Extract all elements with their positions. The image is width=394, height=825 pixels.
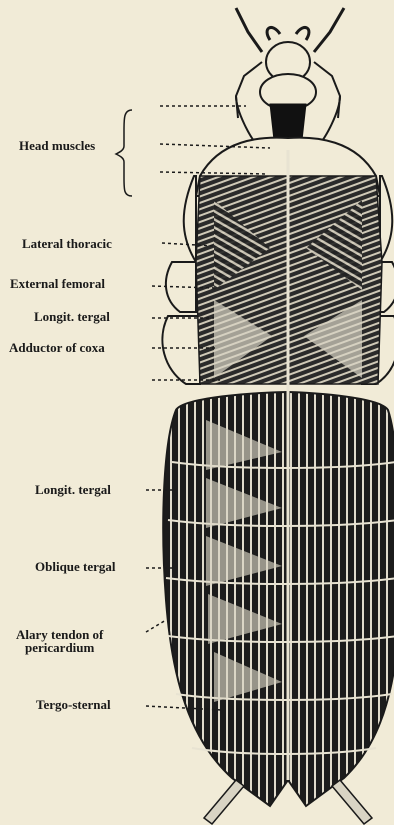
label-lateral-thoracic: Lateral thoracic [22,237,112,251]
label-tergo-sternal: Tergo-sternal [36,698,111,712]
label-alary-tendon: Alary tendon of pericardium [16,628,103,654]
head-muscles-brace [116,110,132,196]
abdomen [163,392,394,806]
label-adductor-of-coxa: Adductor of coxa [9,341,105,355]
label-external-femoral: External femoral [10,277,105,291]
cerci [204,780,372,824]
label-head-muscles: Head muscles [19,139,95,153]
label-longit-tergal-2: Longit. tergal [35,483,111,497]
neck [270,104,306,140]
label-longit-tergal-1: Longit. tergal [34,310,110,324]
label-alary-tendon-line2: pericardium [16,641,103,654]
label-oblique-tergal: Oblique tergal [35,560,116,574]
